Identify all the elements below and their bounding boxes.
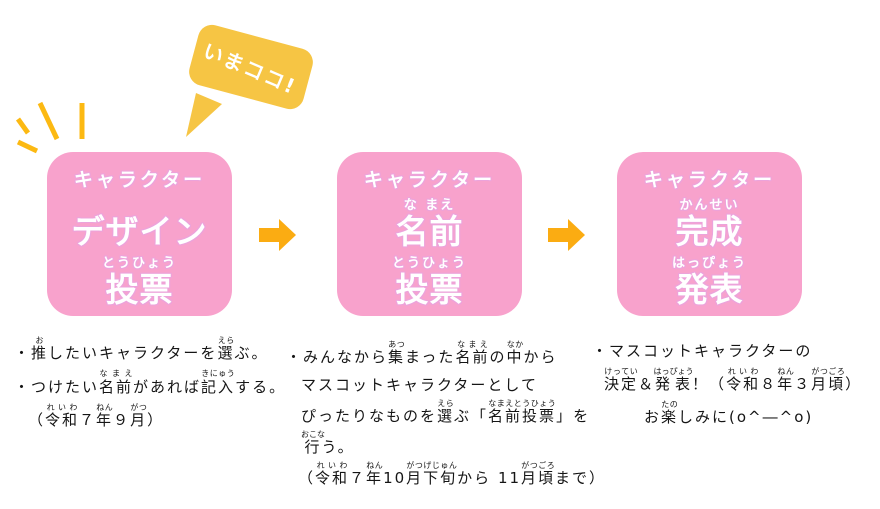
step-word: な まえ名前: [395, 197, 463, 250]
step-title: キャラクター: [363, 169, 496, 191]
step-word: かんせい完成: [675, 197, 743, 250]
step-word: とうひょう投票: [102, 255, 177, 308]
step-word-main: 名前: [395, 212, 464, 251]
step-words: な まえ名前とうひょう投票: [392, 192, 467, 308]
furigana-label: はっぴょう: [671, 256, 747, 271]
furigana-label: かんせい: [679, 198, 740, 213]
description-line: ・みんなから集あつまった名前なまえの中なかから: [286, 340, 558, 366]
step-word: デザイン: [72, 197, 208, 250]
description-line: ・マスコットキャラクターの: [592, 342, 813, 360]
description-line: 行おこなう。: [301, 430, 355, 456]
description-line: お楽たのしみに(o^―^o): [644, 400, 814, 426]
step-word-main: 投票: [105, 270, 174, 309]
description-line: 決定けってい＆発表はっぴょう！（令和れいわ８年ねん３月頃がつごろ）: [604, 367, 863, 393]
furigana-label: な まえ: [403, 198, 456, 213]
speech-bubble-tail: [186, 93, 222, 137]
description-line: （令和れいわ７年ねん９月がつ）: [28, 403, 165, 429]
description-line: マスコットキャラクターとして: [301, 376, 538, 394]
arrow-right-icon: [259, 219, 296, 251]
furigana-label: とうひょう: [391, 256, 467, 271]
step-box-design-vote: キャラクター デザインとうひょう投票: [47, 152, 232, 316]
step-words: かんせい完成はっぴょう発表: [672, 192, 747, 308]
step-word-main: 投票: [395, 270, 464, 309]
description-line: ・つけたい名前な ま えがあれば記入きにゅうする。: [14, 369, 287, 396]
step-box-name-vote: キャラクター な まえ名前とうひょう投票: [337, 152, 522, 316]
description-line: （令和れいわ７年ねん10月下旬がつげじゅんから 11月頃がつごろまで）: [298, 461, 607, 487]
furigana-label: とうひょう: [101, 256, 177, 271]
step-words: デザインとうひょう投票: [72, 192, 208, 308]
step-word-main: 完成: [675, 212, 744, 251]
step-box-completion-announcement: キャラクター かんせい完成はっぴょう発表: [617, 152, 802, 316]
step-description-design-vote: ・推おしたいキャラクターを選えらぶ。・つけたい名前な ま えがあれば記入きにゅう…: [14, 336, 286, 436]
arrow-right-icon: [548, 219, 585, 251]
step-word: とうひょう投票: [392, 255, 467, 308]
step-description-completion: ・マスコットキャラクターの決定けってい＆発表はっぴょう！（令和れいわ８年ねん３月…: [592, 336, 862, 433]
step-title: キャラクター: [73, 169, 206, 191]
step-title: キャラクター: [643, 169, 776, 191]
description-line: ぴったりなものを選えらぶ「名前投票なまえとうひょう」を: [301, 399, 591, 425]
emphasis-rays-icon: [15, 101, 85, 154]
step-word: はっぴょう発表: [672, 255, 747, 308]
description-line: ・推おしたいキャラクターを選えらぶ。: [14, 336, 269, 362]
step-word-main: 発表: [675, 270, 744, 309]
step-word-main: デザイン: [71, 212, 208, 251]
step-description-name-vote: ・みんなから集あつまった名前なまえの中なかからマスコットキャラクターとしてぴった…: [286, 340, 606, 492]
